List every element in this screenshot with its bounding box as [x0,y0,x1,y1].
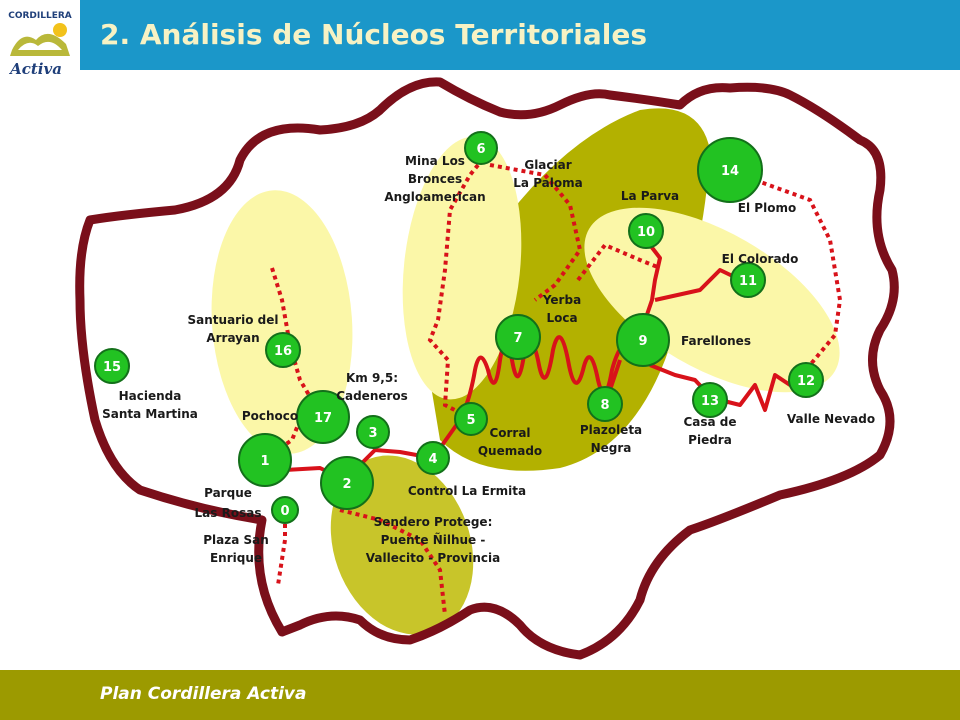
header-bar [80,0,960,70]
footer-text: Plan Cordillera Activa [100,684,307,704]
logo-text-top: CORDILLERA [8,11,72,21]
svg-text:15: 15 [103,360,121,375]
label-control: Control La Ermita [408,484,526,498]
page-title: 2. Análisis de Núcleos Territoriales [100,18,647,51]
road-valle [649,363,809,412]
svg-text:16: 16 [274,344,292,359]
node-12[interactable]: 12 [788,362,824,398]
svg-text:12: 12 [797,374,815,389]
node-4[interactable]: 4 [416,441,450,475]
label-sendero: Sendero Protege:Puente Ñilhue -Vallecito… [366,515,500,565]
node-1[interactable]: 1 [238,433,292,487]
footer: Plan Cordillera Activa [0,670,960,720]
zone-farellones [584,207,840,393]
header: 2. Análisis de Núcleos Territoriales COR… [0,0,960,78]
logo-text-bottom: Activa [8,60,62,78]
node-17[interactable]: 17 [296,390,350,444]
node-5[interactable]: 5 [454,402,488,436]
node-15[interactable]: 15 [94,348,130,384]
node-3[interactable]: 3 [356,415,390,449]
zone-santuario [211,190,353,454]
node-10[interactable]: 10 [628,213,664,249]
label-farellones: Farellones [681,334,751,348]
svg-text:10: 10 [637,225,655,240]
label-el-plomo: El Plomo [738,201,796,215]
label-km95: Km 9,5:Cadeneros [336,371,408,403]
svg-text:0: 0 [280,504,289,519]
node-16[interactable]: 16 [265,332,301,368]
node-13[interactable]: 13 [692,382,728,418]
territorial-map: 0 1 2 3 4 5 6 7 8 9 10 11 12 13 14 15 16… [75,77,899,660]
boundary-line [75,77,899,660]
node-11[interactable]: 11 [730,262,766,298]
label-pochoco: Pochoco [242,409,298,423]
svg-text:6: 6 [476,142,485,157]
node-8[interactable]: 8 [587,386,623,422]
svg-text:4: 4 [428,452,437,467]
label-el-colorado: El Colorado [722,252,799,266]
node-14[interactable]: 14 [697,137,763,203]
label-valle-nevado: Valle Nevado [787,412,875,426]
svg-text:3: 3 [368,426,377,441]
nodes: 0 1 2 3 4 5 6 7 8 9 10 11 12 13 14 15 16… [94,131,824,524]
cordillera-activa-logo: CORDILLERA Activa [8,11,72,78]
svg-text:5: 5 [466,413,475,428]
svg-text:2: 2 [342,477,351,492]
node-0[interactable]: 0 [271,496,299,524]
road-farellones [638,243,662,336]
trail-sendero [339,508,447,616]
trail-plomo [754,178,843,367]
svg-text:1: 1 [260,454,269,469]
node-2[interactable]: 2 [320,456,374,510]
node-9[interactable]: 9 [616,313,670,367]
svg-text:8: 8 [600,398,609,413]
svg-text:17: 17 [314,411,332,426]
trail-mina [427,163,480,420]
svg-text:7: 7 [513,331,522,346]
svg-text:13: 13 [701,394,719,409]
svg-text:11: 11 [739,274,757,289]
zone-olive-main [430,108,710,471]
node-6[interactable]: 6 [464,131,498,165]
svg-text:9: 9 [638,334,647,349]
label-la-parva: La Parva [621,189,679,203]
svg-text:14: 14 [721,164,739,179]
node-7[interactable]: 7 [495,314,541,360]
